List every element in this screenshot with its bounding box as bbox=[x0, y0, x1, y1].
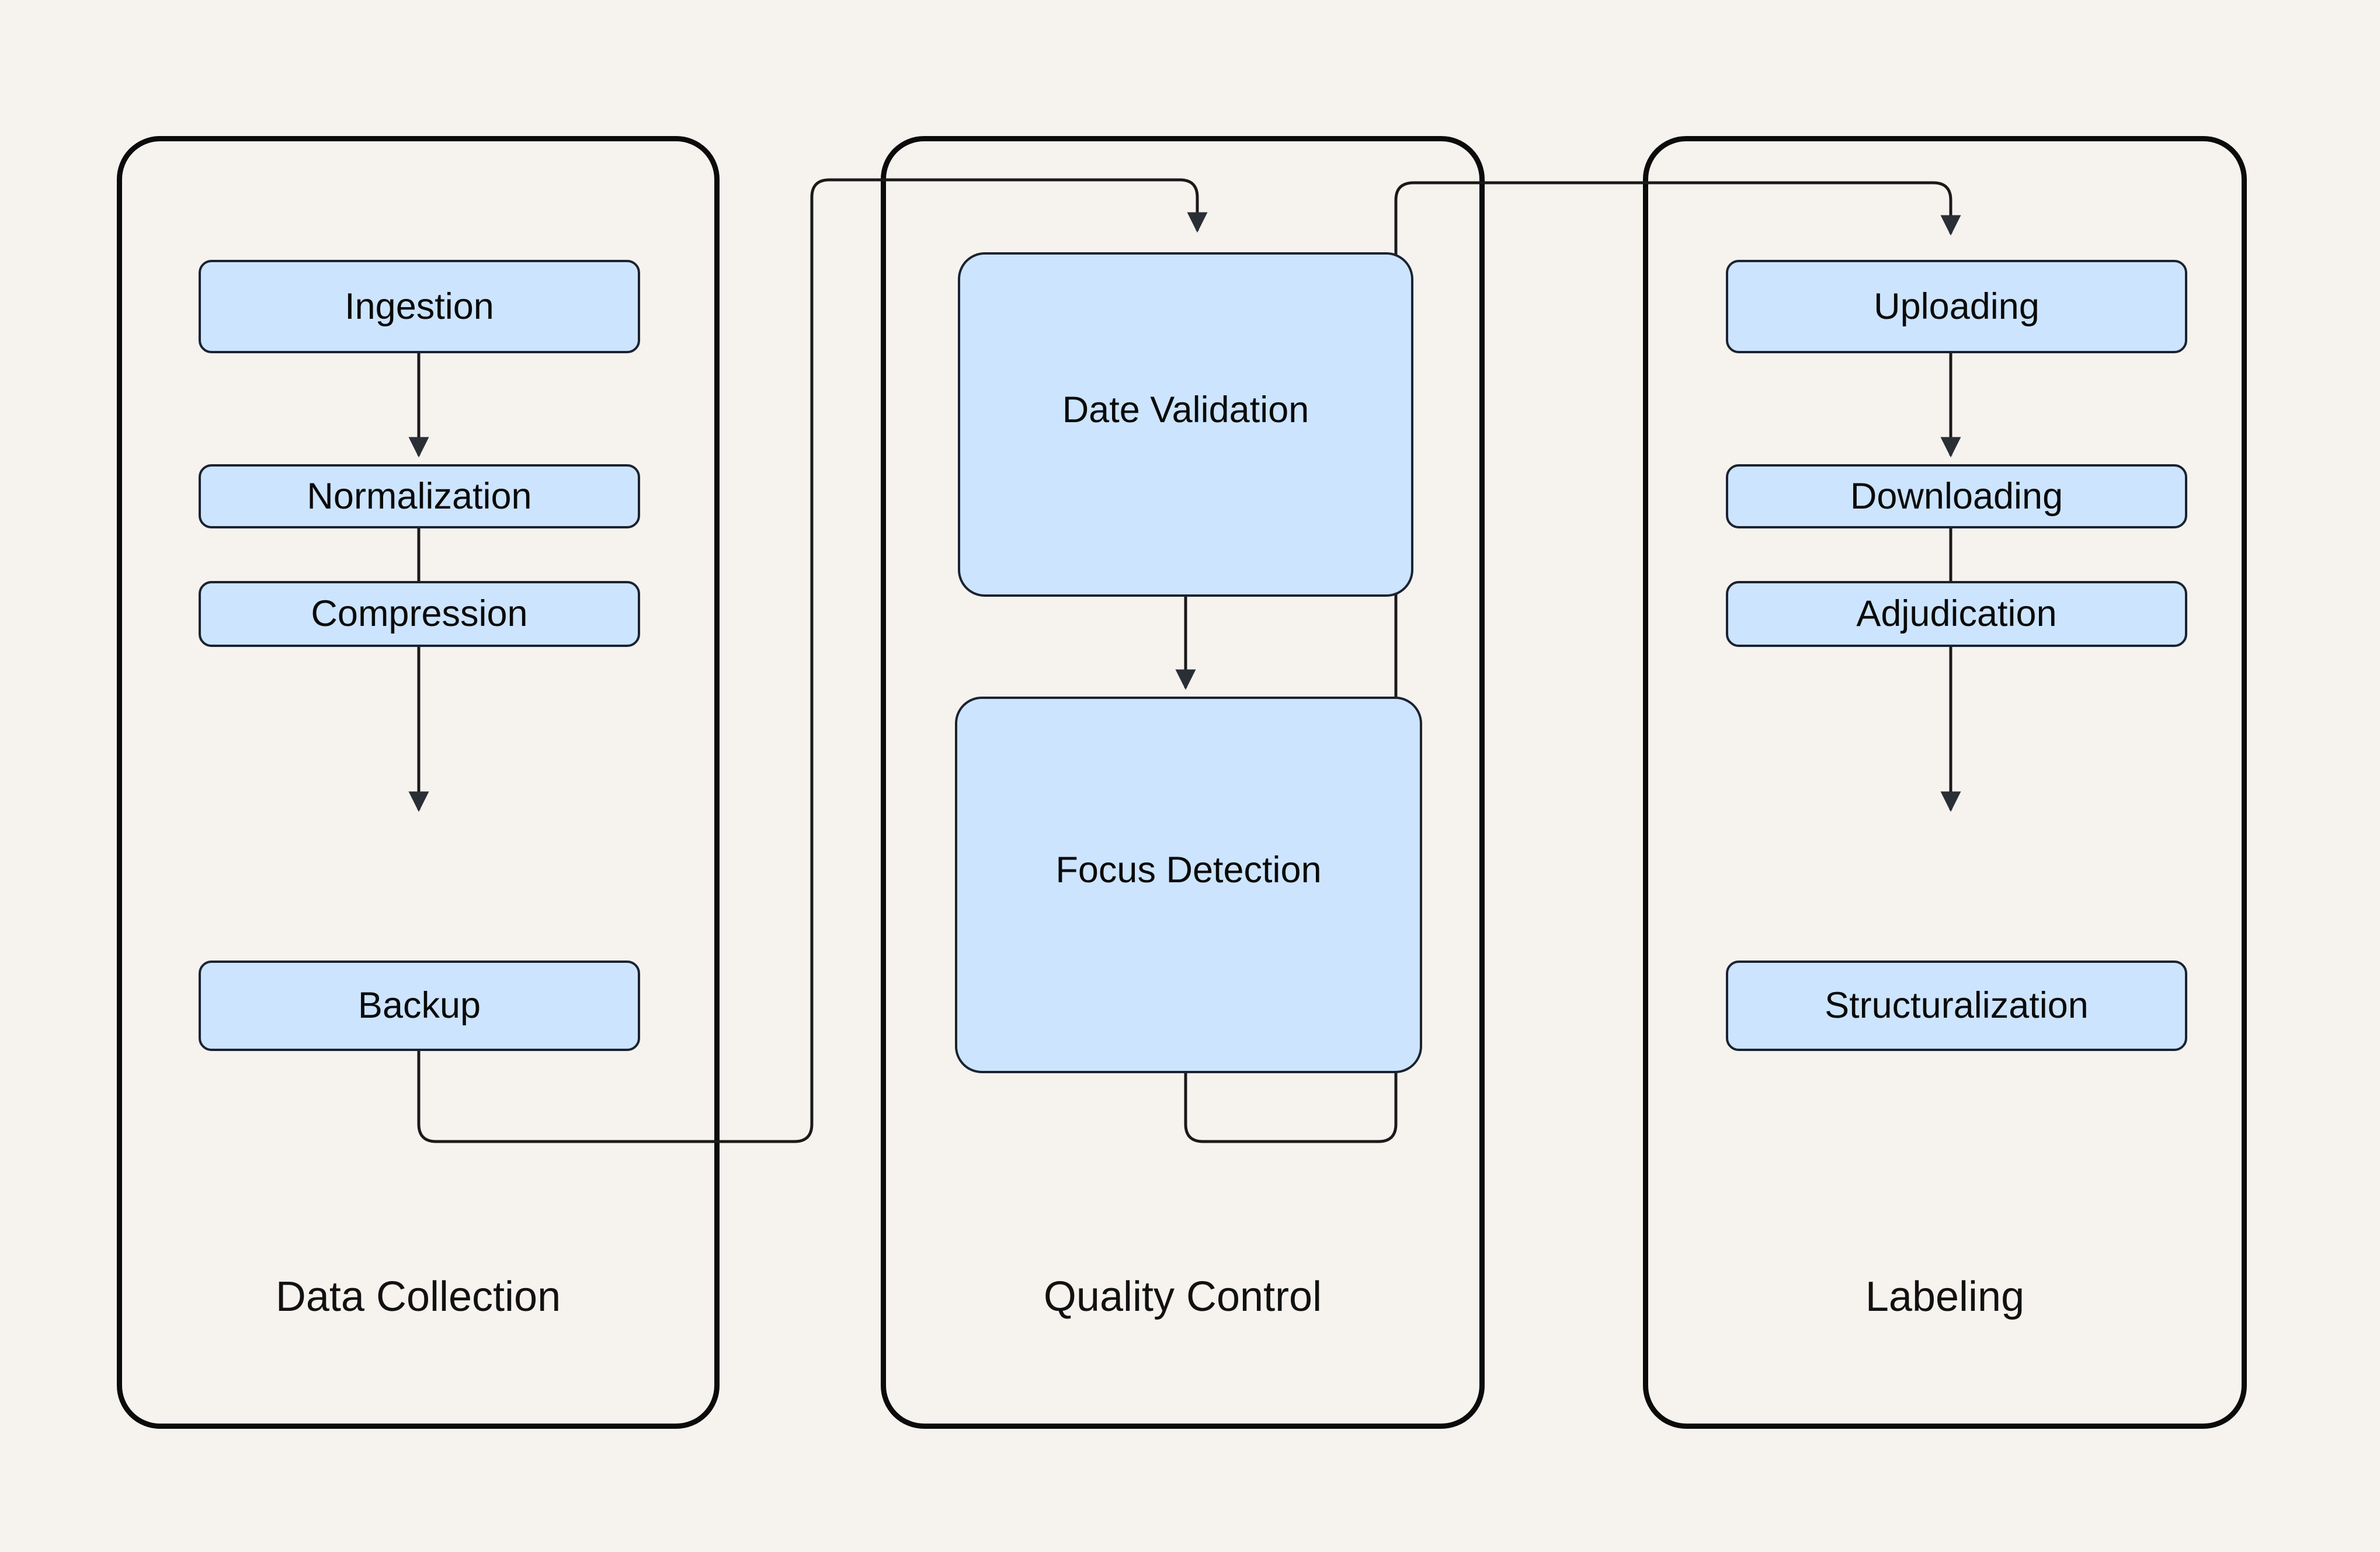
node-adjudication[interactable]: Adjudication bbox=[1726, 581, 2187, 647]
cluster-label-data-collection: Data Collection bbox=[275, 1273, 561, 1320]
node-uploading-label: Uploading bbox=[1874, 286, 2039, 327]
node-date-validation-label: Date Validation bbox=[1062, 389, 1309, 430]
cluster-quality-control[interactable] bbox=[881, 136, 1485, 1429]
cluster-data-collection[interactable] bbox=[117, 136, 720, 1429]
node-focus-detection[interactable]: Focus Detection bbox=[955, 697, 1422, 1073]
node-adjudication-label: Adjudication bbox=[1856, 593, 2057, 634]
node-downloading[interactable]: Downloading bbox=[1726, 464, 2187, 528]
cluster-label-quality-control: Quality Control bbox=[1043, 1273, 1322, 1320]
node-backup[interactable]: Backup bbox=[199, 961, 640, 1051]
node-backup-label: Backup bbox=[357, 985, 481, 1026]
node-structuralization[interactable]: Structuralization bbox=[1726, 961, 2187, 1051]
cluster-labeling[interactable] bbox=[1643, 136, 2247, 1429]
node-downloading-label: Downloading bbox=[1850, 475, 2063, 517]
node-uploading[interactable]: Uploading bbox=[1726, 260, 2187, 353]
node-normalization[interactable]: Normalization bbox=[199, 464, 640, 528]
node-ingestion-label: Ingestion bbox=[345, 286, 494, 327]
edge-backup-date-validation bbox=[417, 178, 1208, 1143]
node-focus-detection-label: Focus Detection bbox=[1055, 850, 1322, 890]
node-normalization-label: Normalization bbox=[307, 475, 532, 517]
node-compression[interactable]: Compression bbox=[199, 581, 640, 647]
edge-focus-detection-uploading bbox=[1184, 181, 1961, 1143]
node-structuralization-label: Structuralization bbox=[1825, 985, 2089, 1026]
node-ingestion[interactable]: Ingestion bbox=[199, 260, 640, 353]
node-date-validation[interactable]: Date Validation bbox=[958, 252, 1413, 597]
cluster-label-labeling: Labeling bbox=[1865, 1273, 2025, 1320]
node-compression-label: Compression bbox=[311, 593, 528, 634]
